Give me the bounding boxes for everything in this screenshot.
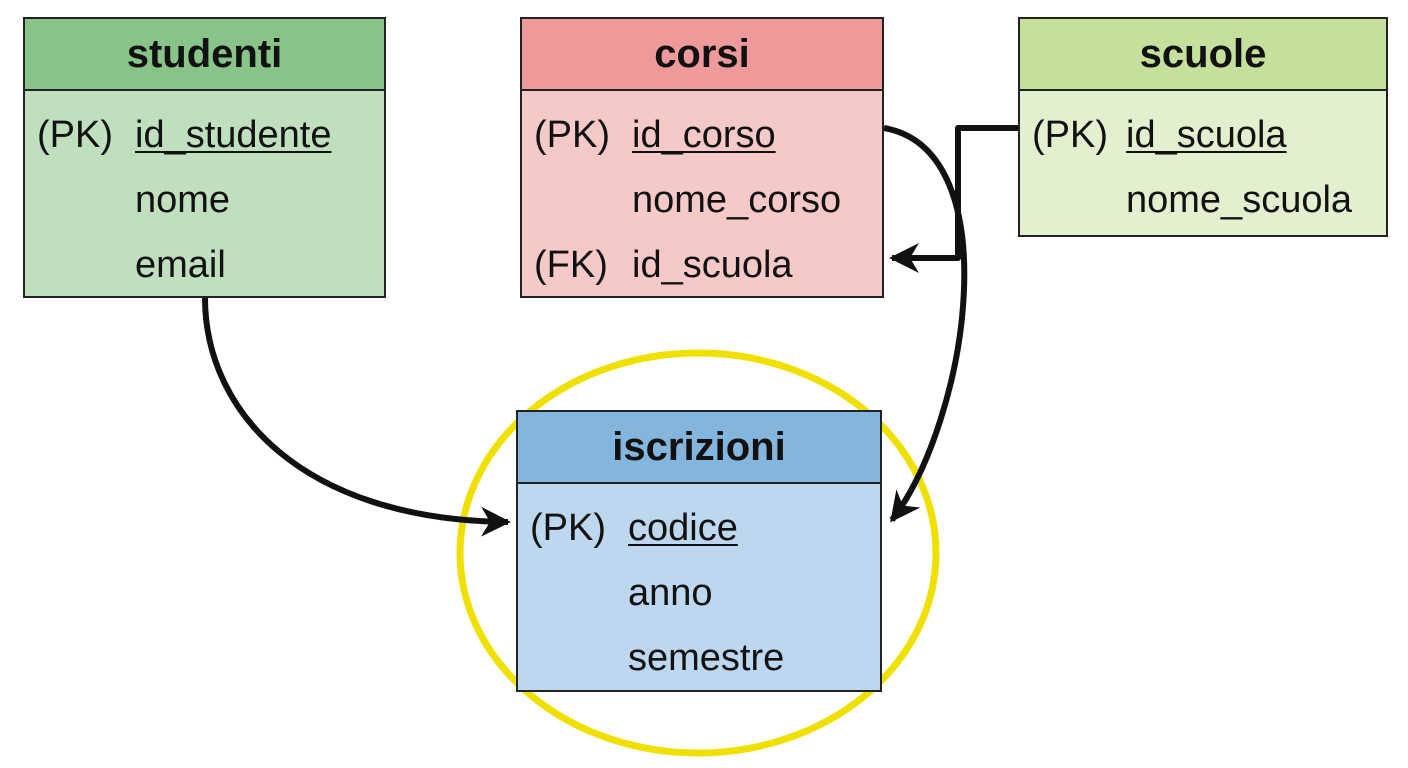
attribute-key-label: (FK) [534, 244, 608, 286]
entity-scuole-header: scuole [1020, 19, 1386, 91]
attribute-row: semestre [518, 626, 880, 691]
attribute-row: (FK) id_scuola [522, 233, 882, 298]
attribute-name: codice [628, 507, 738, 549]
entity-studenti-body: (PK) id_studente nome email [25, 91, 384, 298]
entity-studenti-header: studenti [25, 19, 384, 91]
attribute-row: (PK) id_studente [25, 103, 384, 168]
connector-scuole-corsi [889, 125, 1022, 273]
entity-corsi[interactable]: corsi (PK) id_corso nome_corso (FK) id_s… [520, 17, 884, 298]
connector-studenti-iscrizioni [202, 297, 511, 537]
attribute-row: (PK) codice [518, 496, 880, 561]
attribute-key-label: (PK) [1032, 114, 1108, 156]
attribute-name: id_scuola [1126, 114, 1287, 156]
attribute-name: nome [135, 179, 231, 221]
attribute-name: nome_corso [632, 179, 842, 221]
attribute-name: id_scuola [632, 244, 793, 286]
entity-scuole-body: (PK) id_scuola nome_scuola [1020, 91, 1386, 233]
entity-iscrizioni-header: iscrizioni [518, 412, 880, 484]
entity-iscrizioni[interactable]: iscrizioni (PK) codice anno semestre [516, 410, 882, 692]
entity-corsi-body: (PK) id_corso nome_corso (FK) id_scuola [522, 91, 882, 298]
entity-iscrizioni-body: (PK) codice anno semestre [518, 484, 880, 691]
attribute-key-label: (PK) [534, 114, 610, 156]
connector-corsi-iscrizioni [883, 125, 968, 523]
attribute-name: email [135, 244, 226, 286]
attribute-name: anno [628, 572, 713, 614]
highlight-ellipse [456, 349, 940, 757]
attribute-row: (PK) id_scuola [1020, 103, 1386, 168]
attribute-row: nome_scuola [1020, 168, 1386, 233]
attribute-key-label: (PK) [37, 114, 113, 156]
attribute-row: anno [518, 561, 880, 626]
attribute-name: nome_scuola [1126, 179, 1353, 221]
attribute-name: id_corso [632, 114, 776, 156]
attribute-name: semestre [628, 637, 785, 679]
entity-studenti[interactable]: studenti (PK) id_studente nome email [23, 17, 386, 298]
attribute-row: email [25, 233, 384, 298]
attribute-row: nome [25, 168, 384, 233]
entity-scuole[interactable]: scuole (PK) id_scuola nome_scuola [1018, 17, 1388, 237]
attribute-row: (PK) id_corso [522, 103, 882, 168]
attribute-name: id_studente [135, 114, 332, 156]
attribute-row: nome_corso [522, 168, 882, 233]
entity-corsi-header: corsi [522, 19, 882, 91]
attribute-key-label: (PK) [530, 507, 606, 549]
